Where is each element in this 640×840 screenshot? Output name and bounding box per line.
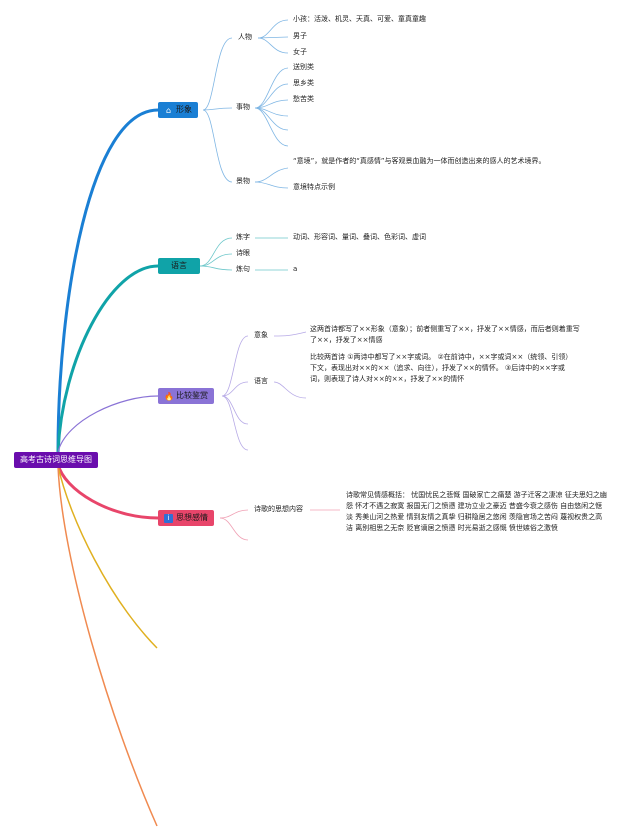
topic-things[interactable]: 事物 — [236, 103, 250, 111]
branch-node-image[interactable]: ⌂ 形象 — [158, 102, 198, 118]
leaf-lianju[interactable]: a — [293, 265, 298, 273]
leaf-people-1[interactable]: 小孩：活泼、机灵、天真、可爱、童真童趣 — [293, 15, 426, 23]
leaf-lianzi[interactable]: 动词、形容词、量词、叠词、色彩词、虚词 — [293, 233, 426, 241]
fire-icon: 🔥 — [164, 391, 174, 401]
branch-line-empty-orange — [57, 465, 158, 827]
leaf-imagery[interactable]: 这两首诗都写了××形象（意象）；前者侧重写了××，抒发了××情感，而后者则着重写… — [310, 325, 580, 344]
leaf-scenery-2[interactable]: 意境特点示例 — [293, 183, 335, 191]
root-node[interactable]: 高考古诗词思维导图 — [14, 452, 98, 468]
topic-scenery[interactable]: 景物 — [236, 177, 250, 185]
leaf-things-1[interactable]: 送别类 — [293, 63, 314, 71]
branch-node-compare[interactable]: 🔥 比较鉴赏 — [158, 388, 214, 404]
leaf-lang-compare[interactable]: 比较两首诗 ①两诗中都写了××字或词。 ②在前诗中，××字或词××（统领、引领）… — [310, 353, 569, 383]
leaf-people-3[interactable]: 女子 — [293, 48, 307, 56]
branch-label: 思想感情 — [176, 513, 208, 522]
root-label: 高考古诗词思维导图 — [20, 455, 92, 464]
leaf-people-2[interactable]: 男子 — [293, 32, 307, 40]
branch-line-empty-yellow — [57, 465, 158, 649]
info-icon: i — [164, 513, 173, 523]
branch-line-compare — [57, 395, 159, 453]
branch-node-language[interactable]: 语言 — [158, 258, 200, 274]
home-icon: ⌂ — [165, 105, 172, 115]
branch-label: 形象 — [176, 105, 192, 114]
branch-label: 比较鉴赏 — [176, 391, 208, 400]
topic-lang-compare[interactable]: 语言 — [254, 377, 268, 385]
topic-thought-content[interactable]: 诗歌的思想内容 — [254, 505, 303, 513]
leaf-things-3[interactable]: 愁苦类 — [293, 95, 314, 103]
topic-imagery[interactable]: 意象 — [254, 331, 268, 339]
topic-lianzi[interactable]: 炼字 — [236, 233, 250, 241]
branch-label: 语言 — [171, 261, 187, 270]
topic-people[interactable]: 人物 — [238, 33, 252, 41]
topic-shiyan[interactable]: 诗眼 — [236, 249, 250, 257]
topic-lianju[interactable]: 炼句 — [236, 265, 250, 273]
branch-line-language — [56, 264, 159, 453]
branch-line-thought — [56, 463, 159, 520]
branch-node-thought[interactable]: i 思想感情 — [158, 510, 214, 526]
leaf-thought-content[interactable]: 诗歌常见情感概括： 忧国忧民之悲慨 国破家亡之痛楚 游子迁客之凄凉 征夫思妇之幽… — [346, 491, 607, 532]
branch-line-image — [56, 108, 159, 453]
leaf-scenery-1[interactable]: “意境”，就是作者的“真感情”与客观景血融为一体而创造出来的感人的艺术境界。 — [293, 157, 546, 165]
leaf-things-2[interactable]: 思乡类 — [293, 79, 314, 87]
